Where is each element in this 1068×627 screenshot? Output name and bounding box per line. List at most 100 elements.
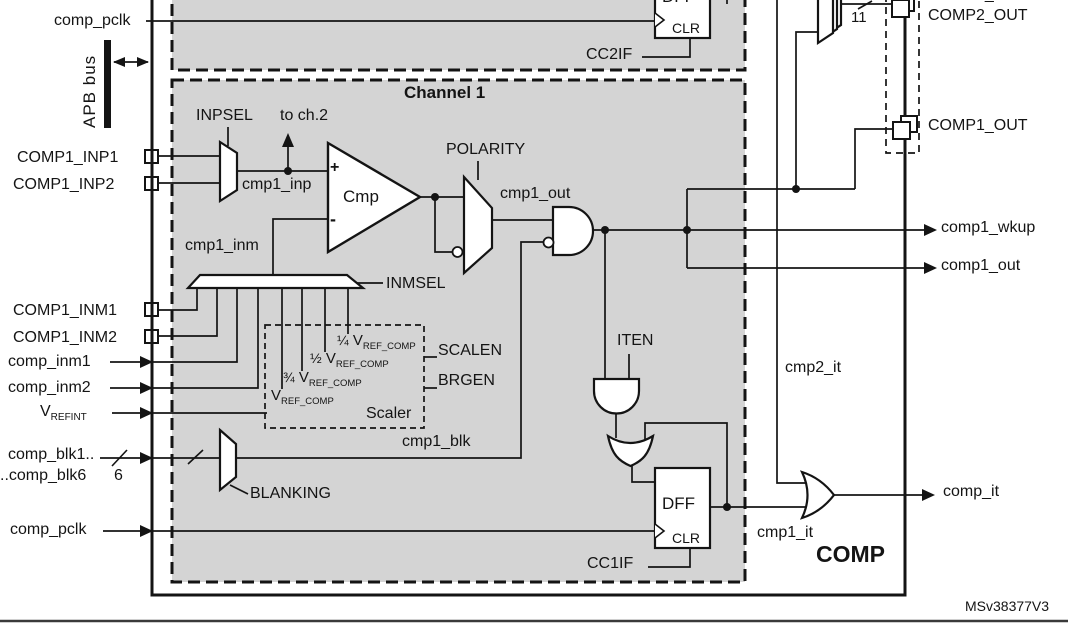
wire-blanking-tick <box>229 484 249 495</box>
label-comp-block: COMP <box>816 541 885 567</box>
dff1-clock-icon <box>654 523 666 539</box>
label-polarity: POLARITY <box>446 141 526 158</box>
scaler-q1-base: V <box>352 332 363 349</box>
dot-cmp-out <box>431 193 439 201</box>
label-comp-blk-row1: comp_blk1.. <box>8 446 95 463</box>
wire-cmp2-it <box>776 0 812 484</box>
scaler-q3-base: V <box>298 369 309 386</box>
label-minus: - <box>330 209 336 229</box>
label-inpsel: INPSEL <box>196 107 253 124</box>
scaler-q1-sub: REF_COMP <box>362 341 416 352</box>
label-inmsel: INMSEL <box>386 275 446 292</box>
comparator-triangle <box>326 140 423 255</box>
arrow-apb-right <box>137 57 149 67</box>
dff1-box <box>653 466 712 550</box>
label-cc2if: CC2IF <box>586 46 633 63</box>
bus-slash-marks <box>111 0 873 467</box>
arrow-to-ch2 <box>282 133 294 147</box>
dot-cmp1-out-a <box>601 226 609 234</box>
label-cc1if: CC1IF <box>587 555 634 572</box>
iten-and-gate <box>592 377 641 415</box>
comp-it-or-gate <box>799 470 836 520</box>
blanking-and-gate <box>551 205 595 257</box>
blanking-invert-bubble <box>542 236 555 249</box>
wire-pad-riser <box>854 128 894 189</box>
label-brgen: BRGEN <box>438 372 495 389</box>
label-comp1-inm2: COMP1_INM2 <box>13 329 118 346</box>
label-comp1-inp1: COMP1_INP1 <box>17 149 119 166</box>
label-cmp1-inp: cmp1_inp <box>242 176 312 193</box>
label-dff1: DFF <box>662 494 696 513</box>
vrefint-base: V <box>40 403 51 420</box>
label-comp-inm2: comp_inm2 <box>8 379 91 396</box>
label-vrefint: VREFINT <box>40 403 87 424</box>
wire-cc1if <box>648 548 691 568</box>
wire-cmp1-to-outmux <box>795 31 818 189</box>
polarity-invert-bubble <box>451 246 464 258</box>
scaler-box <box>264 324 425 429</box>
scaler-row-q2: ½ VREF_COMP <box>310 350 389 371</box>
dot-cmp1-it <box>723 503 731 511</box>
scaler-q2-base: V <box>325 350 336 367</box>
label-comp1-inm1: COMP1_INM1 <box>13 302 118 319</box>
arrowheads <box>113 57 937 537</box>
label-pad-top-clipped: COMP1_OUT <box>928 0 1028 4</box>
label-comp-pclk-bottom: comp_pclk <box>10 521 87 538</box>
dot-cmp1-inp <box>284 167 292 175</box>
arrow-comp1-out <box>924 262 937 274</box>
junction-dots <box>284 167 800 511</box>
scaler-row-q3: ¾ VREF_COMP <box>283 369 362 390</box>
outer-box <box>150 0 907 597</box>
wire-cmp1-blk <box>236 241 543 459</box>
scaler-q1-frac: ¼ <box>337 332 349 348</box>
label-comp1-out-pad: COMP1_OUT <box>928 117 1028 134</box>
label-comp-it: comp_it <box>943 483 1000 500</box>
wire-or1-out <box>631 464 655 483</box>
scaler-q2-frac: ½ <box>310 350 322 366</box>
arrow-comp-blk <box>140 452 153 464</box>
label-comp1-inp2: COMP1_INP2 <box>13 176 115 193</box>
label-comp-pclk-top: comp_pclk <box>54 12 131 29</box>
label-cmp1-out: cmp1_out <box>500 185 571 202</box>
label-apb-bus: APB bus <box>80 54 99 128</box>
label-scalen: SCALEN <box>438 342 503 359</box>
label-comp-blk-width: 6 <box>114 467 123 484</box>
label-channel1-title: Channel 1 <box>404 83 486 102</box>
scaler-full-base: V <box>271 387 282 404</box>
scaler-q2-sub: REF_COMP <box>335 359 389 370</box>
dff2-clock-icon <box>654 12 666 28</box>
channel2-box <box>170 0 747 72</box>
label-plus: + <box>330 159 340 176</box>
dot-cmp1-out-b <box>683 226 691 234</box>
label-comp2-out: COMP2_OUT <box>928 7 1028 24</box>
apb-bus-bar <box>104 40 111 128</box>
inmsel-mux <box>185 273 367 290</box>
scaler-row-full: VREF_COMP <box>271 387 334 408</box>
polarity-mux <box>462 174 494 276</box>
arrow-comp-pclk <box>140 525 153 537</box>
arrow-vrefint <box>140 407 153 419</box>
dff1-input-or-gate <box>606 433 655 468</box>
inpsel-mux <box>218 139 239 204</box>
scaler-row-q1: ¼ VREF_COMP <box>337 332 416 353</box>
scaler-q3-frac: ¾ <box>283 369 295 385</box>
label-comp1-wkup: comp1_wkup <box>941 219 1036 236</box>
output-pads <box>891 0 918 140</box>
label-blanking: BLANKING <box>250 485 331 502</box>
pads-dashed-box <box>885 0 920 154</box>
output-mux-layer-front <box>816 0 835 46</box>
label-comp-blk-row2: ..comp_blk6 <box>0 467 87 484</box>
label-cmp: Cmp <box>343 187 379 206</box>
label-clr1: CLR <box>672 530 701 546</box>
scaler-full-sub: REF_COMP <box>281 396 334 407</box>
arrow-apb-left <box>113 57 125 67</box>
label-cmp1-inm: cmp1_inm <box>185 237 259 254</box>
wire-cmp-out-inverted <box>434 197 452 253</box>
label-bus-11: 11 <box>851 9 867 26</box>
wires <box>100 0 924 568</box>
arrow-comp-it <box>922 489 935 501</box>
label-iten: ITEN <box>617 332 654 349</box>
label-comp1-out-signal: comp1_out <box>941 257 1021 274</box>
